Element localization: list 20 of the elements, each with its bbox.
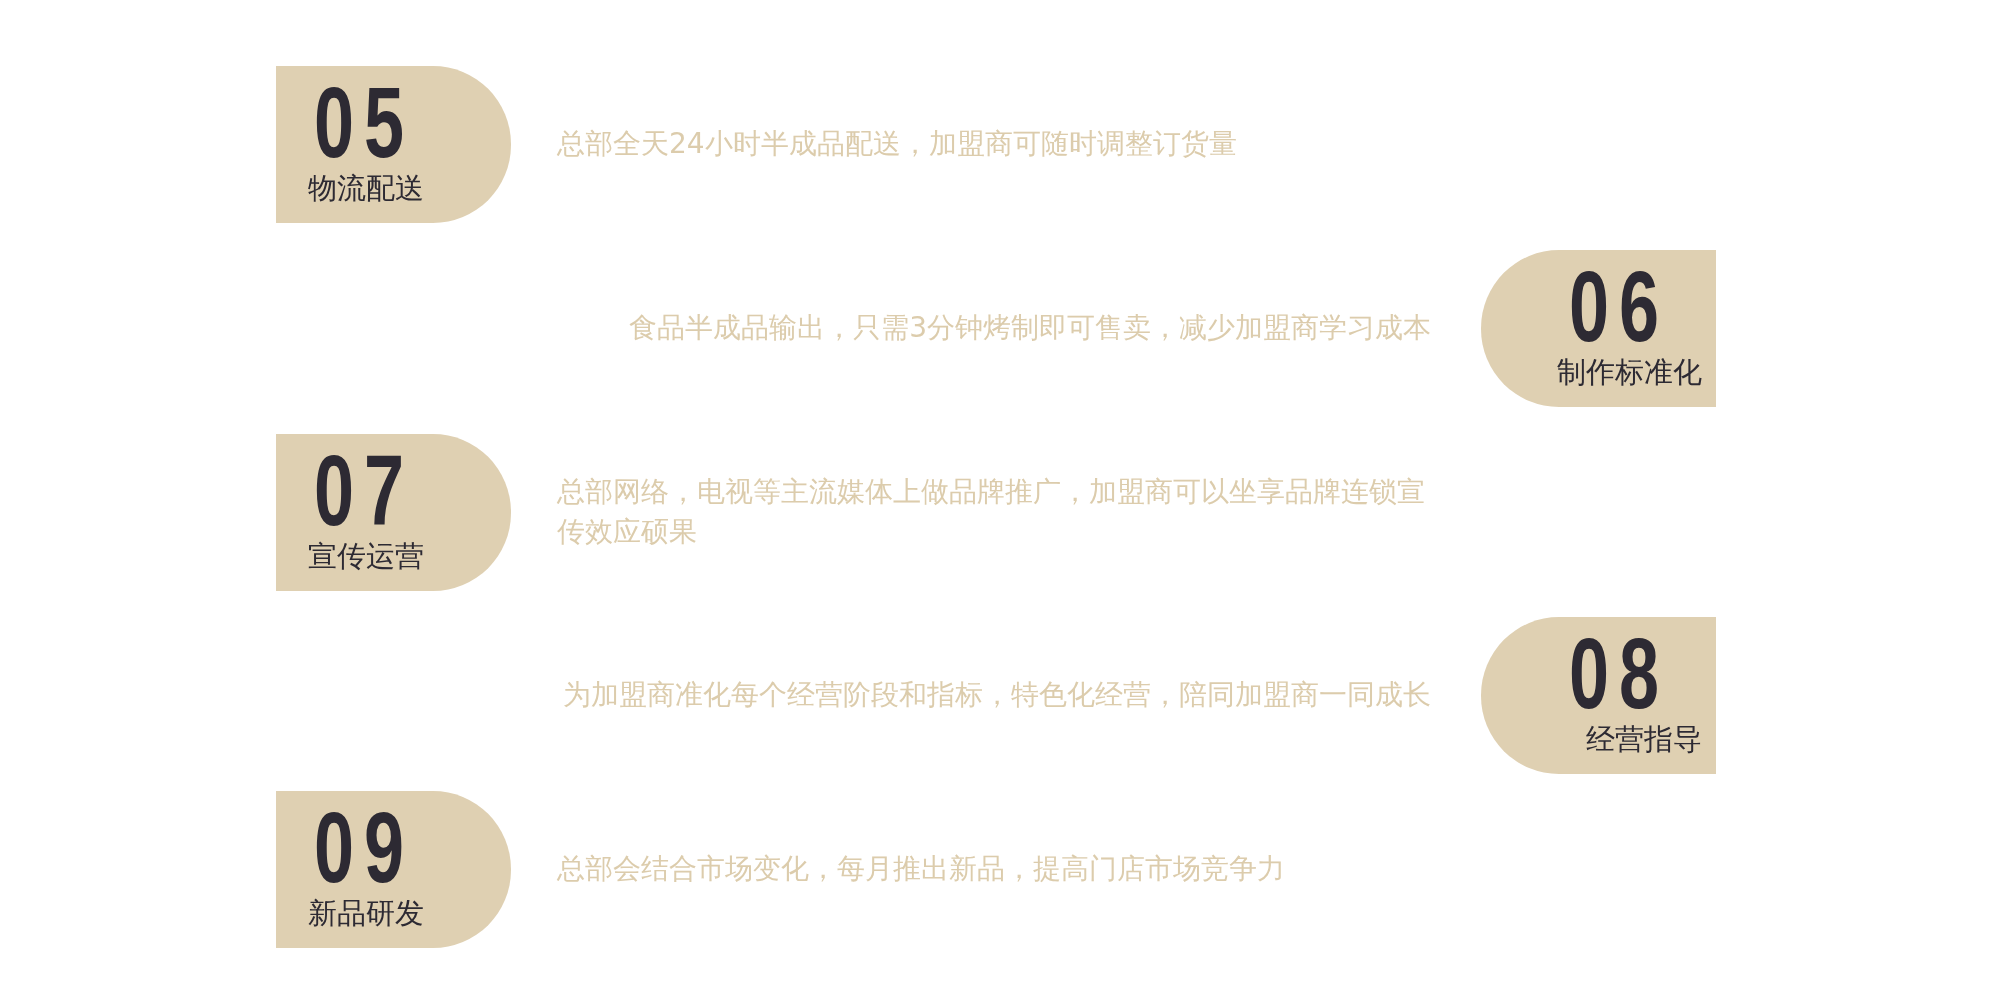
step-title: 新品研发 — [308, 895, 424, 932]
step-description: 食品半成品输出，只需3分钟烤制即可售卖，减少加盟商学习成本 — [628, 310, 1431, 346]
step-description: 总部网络，电视等主流媒体上做品牌推广，加盟商可以坐享品牌连锁宣传效应硕果 — [557, 474, 1426, 550]
step-description: 为加盟商准化每个经营阶段和指标，特色化经营，陪同加盟商一同成长 — [562, 677, 1431, 713]
number-tab — [276, 434, 511, 591]
step-number: 08 — [1569, 623, 1670, 723]
step-number: 07 — [314, 440, 415, 540]
number-tab — [276, 791, 511, 948]
step-number: 09 — [314, 797, 415, 897]
step-description: 总部会结合市场变化，每月推出新品，提高门店市场竞争力 — [557, 851, 1286, 887]
step-number: 05 — [314, 72, 415, 172]
step-title: 物流配送 — [308, 170, 424, 207]
number-tab — [276, 66, 511, 223]
step-title: 制作标准化 — [1557, 354, 1702, 391]
step-number: 06 — [1569, 256, 1670, 356]
step-title: 经营指导 — [1586, 721, 1702, 758]
step-title: 宣传运营 — [308, 538, 424, 575]
number-tab — [1481, 250, 1716, 407]
number-tab — [1481, 617, 1716, 774]
step-description: 总部全天24小时半成品配送，加盟商可随时调整订货量 — [557, 126, 1238, 162]
